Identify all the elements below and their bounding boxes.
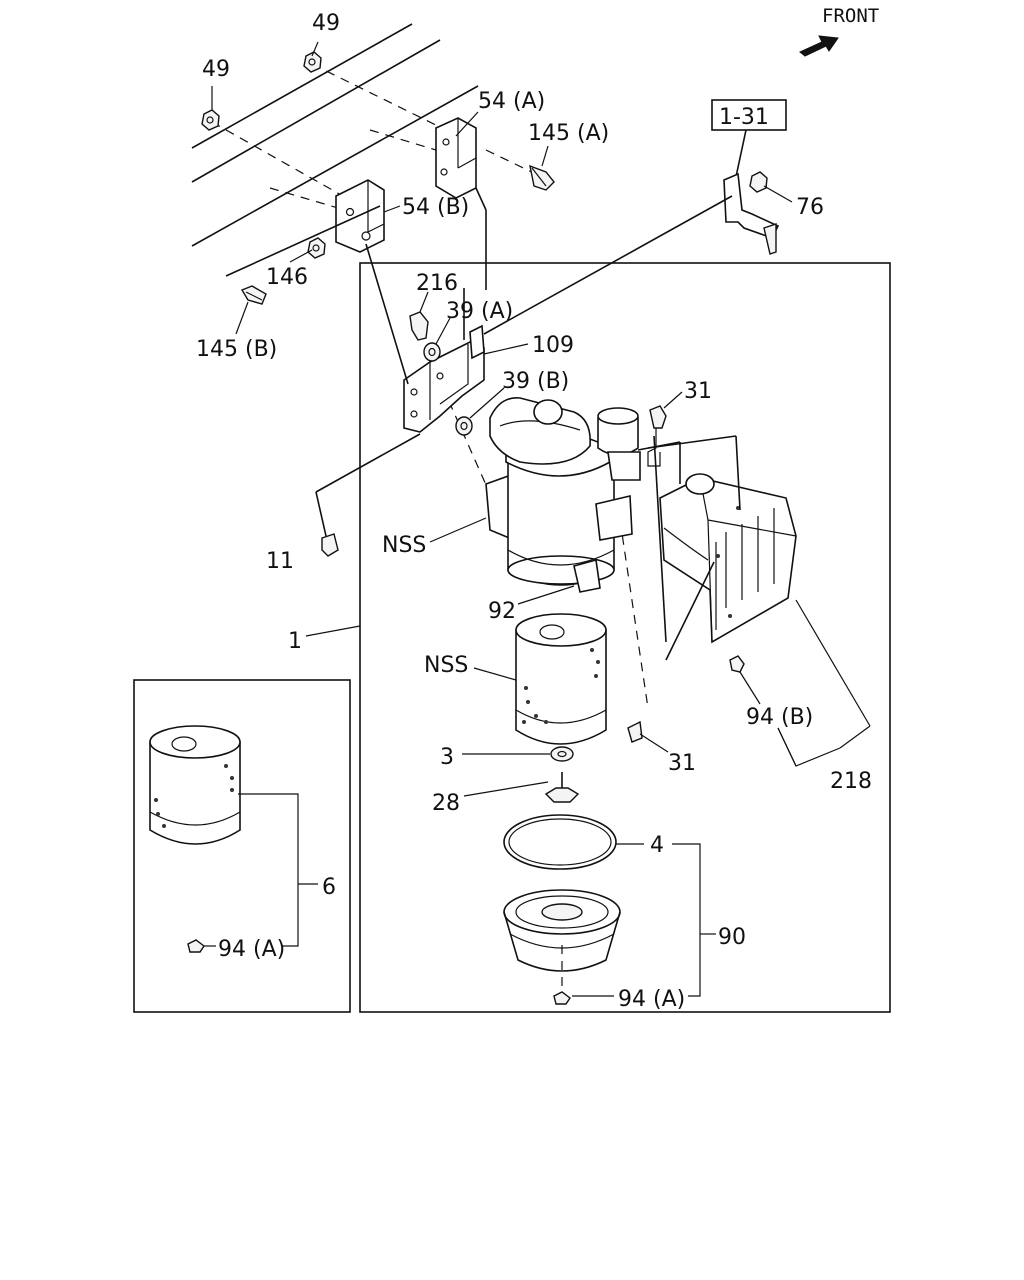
filter-kit-6-frame bbox=[133, 679, 351, 1013]
callout-49-top: 49 bbox=[312, 11, 340, 36]
leader-11-bolt bbox=[315, 491, 327, 537]
front-arrow-icon bbox=[799, 35, 839, 57]
wing-nut-28 bbox=[544, 772, 580, 803]
leader-54a-line2 bbox=[475, 187, 487, 211]
callout-145b: 145 (B) bbox=[196, 337, 277, 362]
callout-6: 6 bbox=[322, 875, 336, 900]
callout-nss-filter: NSS bbox=[424, 653, 468, 678]
clip-94a-main bbox=[553, 991, 571, 1005]
callout-39a: 39 (A) bbox=[446, 299, 513, 324]
clip-94b bbox=[729, 655, 745, 673]
callout-49-left: 49 bbox=[202, 57, 230, 82]
nut-49-left bbox=[201, 109, 220, 131]
bolt-11 bbox=[321, 533, 339, 557]
callout-94a-inset: 94 (A) bbox=[218, 937, 285, 962]
callout-39b: 39 (B) bbox=[502, 369, 569, 394]
dust-cup-90 bbox=[503, 889, 621, 972]
leader-lines bbox=[204, 41, 871, 997]
leader-218-top2 bbox=[647, 435, 737, 449]
washer-3 bbox=[550, 746, 574, 762]
grommet-39a bbox=[423, 342, 441, 362]
frame-rails bbox=[191, 23, 479, 247]
bracket-1-31: 1-31 bbox=[711, 99, 787, 255]
bolt-31-bottom bbox=[627, 720, 643, 743]
leader-54b-109 bbox=[365, 243, 409, 385]
grommet-39b bbox=[455, 416, 473, 436]
callout-218: 218 bbox=[830, 769, 872, 794]
callout-145a: 145 (A) bbox=[528, 121, 609, 146]
leader-218-top bbox=[735, 435, 741, 511]
assembly-1-frame bbox=[359, 262, 891, 1013]
leader-precleaner-left bbox=[653, 435, 667, 643]
bolt-31-top-pin bbox=[647, 428, 661, 467]
bracket-54b bbox=[335, 179, 385, 253]
callout-109: 109 bbox=[532, 333, 574, 358]
callout-28: 28 bbox=[432, 791, 460, 816]
bolt-145a bbox=[529, 164, 555, 191]
callout-146: 146 bbox=[266, 265, 308, 290]
reference-label: 1-31 bbox=[719, 105, 769, 130]
callout-31-top: 31 bbox=[684, 379, 712, 404]
leader-precleaner-mid bbox=[665, 561, 715, 661]
callout-31-bottom: 31 bbox=[668, 751, 696, 776]
front-direction-indicator: FRONT bbox=[799, 5, 879, 57]
callout-4: 4 bbox=[650, 833, 664, 858]
nut-146 bbox=[307, 237, 326, 259]
leader-145b-54b bbox=[225, 205, 381, 277]
bolt-31-top bbox=[649, 405, 667, 429]
housing-strap-right bbox=[595, 495, 633, 541]
callout-94b: 94 (B) bbox=[746, 705, 813, 730]
callout-11: 11 bbox=[266, 549, 294, 574]
callout-92: 92 bbox=[488, 599, 516, 624]
bolt-216 bbox=[409, 311, 429, 341]
filter-element-main bbox=[515, 613, 607, 745]
leader-11-bracket bbox=[315, 433, 421, 493]
filter-element-6 bbox=[149, 725, 241, 845]
front-label: FRONT bbox=[822, 5, 879, 27]
bracket-109 bbox=[403, 324, 485, 433]
gasket-4 bbox=[503, 814, 617, 870]
callout-labels: 49 49 54 (A) 145 (A) 54 (B) 76 146 216 1… bbox=[196, 11, 872, 1012]
callout-1: 1 bbox=[288, 629, 302, 654]
callout-54b: 54 (B) bbox=[402, 195, 469, 220]
housing-clamp-92 bbox=[573, 558, 601, 593]
reference-box bbox=[711, 99, 787, 131]
leader-1-31-109 bbox=[483, 195, 733, 335]
bracket-54a bbox=[435, 117, 477, 199]
bolt-145b bbox=[240, 285, 267, 305]
callout-216: 216 bbox=[416, 271, 458, 296]
callout-nss-housing: NSS bbox=[382, 533, 426, 558]
callout-94a-main: 94 (A) bbox=[618, 987, 685, 1012]
air-cleaner-housing bbox=[485, 397, 633, 593]
intake-duct bbox=[597, 407, 641, 481]
callout-90: 90 bbox=[718, 925, 746, 950]
callout-54a: 54 (A) bbox=[478, 89, 545, 114]
pre-cleaner-218 bbox=[659, 473, 797, 673]
clip-94a-inset bbox=[187, 939, 205, 953]
callout-76: 76 bbox=[796, 195, 824, 220]
callout-3: 3 bbox=[440, 745, 454, 770]
